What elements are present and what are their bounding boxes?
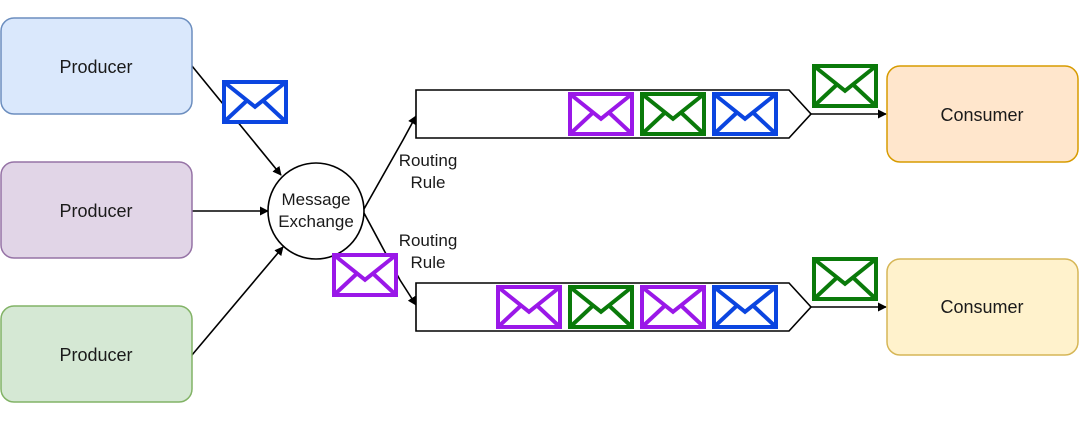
consumer-box-1-label: Consumer [940, 105, 1023, 125]
consumer-box-2-label: Consumer [940, 297, 1023, 317]
routing-rule-label-2: Routing Rule [399, 231, 458, 272]
message-exchange: Message Exchange [267, 162, 365, 260]
consumer-box-1: Consumer [886, 65, 1079, 163]
producer-3-connector [191, 246, 284, 356]
producer-box-2-shape [0, 161, 193, 259]
consumer-box-1-shape [886, 65, 1079, 163]
producer-box-3-label: Producer [59, 345, 132, 365]
routing-rule-2-line1: Routing [399, 231, 458, 250]
message-exchange-circle [267, 162, 365, 260]
routing-rule-1-line1: Routing [399, 151, 458, 170]
message-exchange-label-line1: Message [282, 190, 351, 209]
in-transit-producer-1-to-exchange-envelope-icon [222, 80, 288, 124]
producer-box-2-label: Producer [59, 201, 132, 221]
exchange-to-queue-2-connector [363, 212, 417, 306]
routing-rule-label-1: Routing Rule [399, 151, 458, 192]
in-transit-queue-1-to-consumer-1-envelope-icon [812, 64, 878, 108]
routing-rule-1-line2: Rule [411, 173, 446, 192]
exchange-to-queue-1-connector [363, 115, 417, 210]
producer-box-1-label: Producer [59, 57, 132, 77]
queue-1-message-3-envelope-icon [712, 92, 778, 136]
queue-1-message-1-envelope-icon [568, 92, 634, 136]
consumer-box-2: Consumer [886, 258, 1079, 356]
producer-box-3-shape [0, 305, 193, 403]
message-envelopes [222, 64, 878, 329]
connectors [191, 65, 887, 356]
message-exchange-label-line2: Exchange [278, 212, 354, 231]
queue-2-message-4-envelope-icon [712, 285, 778, 329]
in-transit-queue-2-to-consumer-2-envelope-icon [812, 257, 878, 301]
producer-box-1-shape [0, 17, 193, 115]
queue-2-message-1-envelope-icon [496, 285, 562, 329]
queue-2-message-2-envelope-icon [568, 285, 634, 329]
consumer-box-2-shape [886, 258, 1079, 356]
routing-rule-2-line2: Rule [411, 253, 446, 272]
producer-box-2: Producer [0, 161, 193, 259]
producer-box-1: Producer [0, 17, 193, 115]
queue-2-message-3-envelope-icon [640, 285, 706, 329]
producer-box-3: Producer [0, 305, 193, 403]
queue-1-message-2-envelope-icon [640, 92, 706, 136]
in-transit-exchange-to-queue-2-envelope-icon [332, 253, 398, 297]
